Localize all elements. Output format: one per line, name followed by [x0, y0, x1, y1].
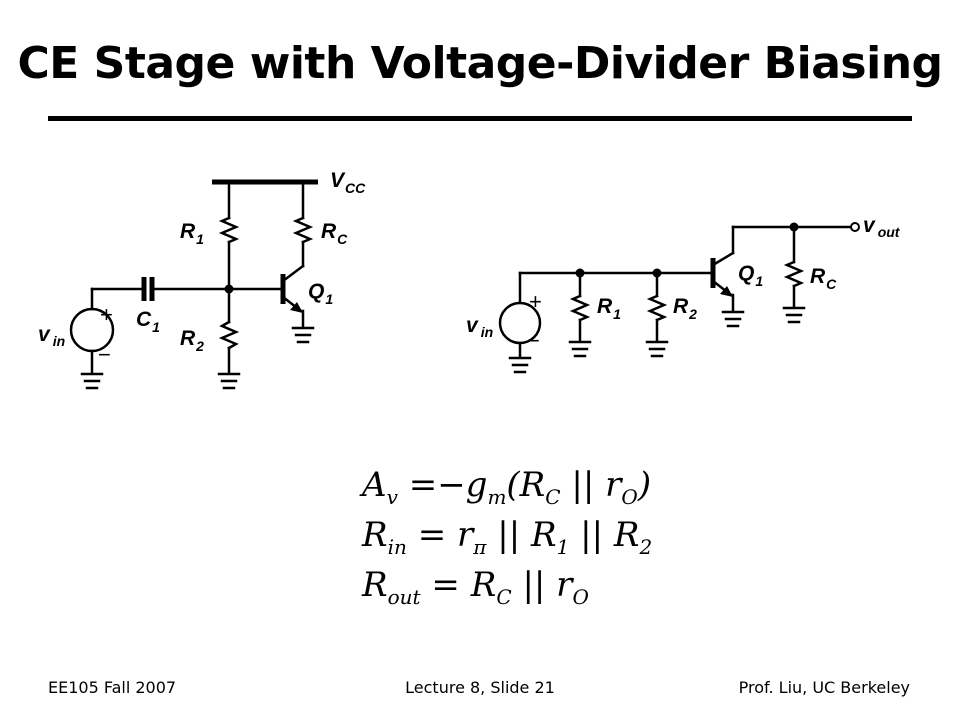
left-q1-emitter-arrow: [290, 302, 303, 313]
left-vin-ground: [80, 372, 104, 390]
footer-author: Prof. Liu, UC Berkeley: [738, 678, 910, 697]
equation-input-resistance: Rin = rπ || R1 || R2: [362, 510, 652, 560]
eq-av-gm-sub: m: [487, 485, 507, 509]
eq-rin-lhs-sub: in: [387, 535, 407, 559]
eq-rin-r2-sub: 2: [639, 535, 653, 559]
left-vin-minus: −: [98, 342, 111, 367]
eq-av-rc: (R: [506, 465, 546, 505]
slide-title: CE Stage with Voltage-Divider Biasing: [17, 38, 943, 89]
left-c1-label: C1: [136, 308, 160, 335]
eq-av-equals: =: [408, 465, 438, 505]
footer-slide-number: Lecture 8, Slide 21: [405, 678, 555, 697]
right-r2-resistor: [646, 294, 668, 322]
eq-rout-ro: r: [556, 565, 573, 605]
eq-av-lhs-sub: v: [386, 485, 398, 509]
eq-rout-parallel: ||: [522, 565, 546, 605]
eq-av-close-paren: ): [637, 465, 652, 505]
left-q1-label: Q1: [308, 280, 333, 307]
left-vcc-label: VCC: [330, 169, 366, 196]
right-r2-label: R2: [673, 295, 697, 322]
eq-av-gm: −g: [437, 465, 488, 505]
eq-av-rc-sub: C: [545, 485, 561, 509]
eq-rout-rc-sub: C: [496, 585, 512, 609]
right-vin-plus: +: [529, 289, 542, 314]
eq-rin-r1-sub: 1: [556, 535, 570, 559]
eq-rin-rpi-sub: π: [473, 535, 487, 559]
eq-rout-lhs-sub: out: [387, 585, 421, 609]
left-r2-resistor: [218, 320, 240, 350]
footer-course: EE105 Fall 2007: [48, 678, 177, 697]
eq-rin-lhs: R: [362, 515, 388, 555]
equation-voltage-gain: Av =−gm(RC || rO): [362, 460, 652, 510]
right-r2-ground: [645, 340, 669, 358]
right-q1-emitter-arrow: [720, 286, 733, 297]
right-q1-collector: [711, 251, 735, 267]
left-q1-collector: [281, 264, 305, 283]
eq-rin-r1: R: [530, 515, 557, 555]
right-rc-label: RC: [810, 265, 837, 292]
eq-rout-ro-sub: O: [572, 585, 589, 609]
left-r1-label: R1: [180, 220, 204, 247]
right-vin-ground: [508, 356, 532, 374]
eq-av-ro: r: [605, 465, 622, 505]
left-rc-resistor: [292, 216, 314, 244]
right-vout-terminal: [850, 222, 860, 232]
eq-rin-rpi: r: [457, 515, 474, 555]
left-r2-label: R2: [180, 327, 204, 354]
left-rc-label: RC: [321, 220, 348, 247]
eq-rout-lhs: R: [362, 565, 388, 605]
eq-rout-rc: R: [470, 565, 497, 605]
right-rc-resistor: [783, 260, 805, 288]
left-r2-ground: [217, 372, 241, 390]
title-underline: [48, 116, 912, 121]
eq-rin-r2: R: [613, 515, 640, 555]
eq-rout-equals: =: [431, 565, 460, 605]
eq-rin-parallel-2: ||: [580, 515, 604, 555]
right-r1-resistor: [569, 294, 591, 322]
equations-block: Av =−gm(RC || rO) Rin = rπ || R1 || R2 R…: [362, 460, 652, 610]
right-q1-label: Q1: [738, 262, 763, 289]
eq-av-ro-sub: O: [621, 485, 638, 509]
right-emitter-ground: [721, 310, 745, 328]
left-vin-plus: +: [100, 302, 113, 327]
equation-output-resistance: Rout = RC || rO: [362, 560, 652, 610]
right-rc-ground: [782, 306, 806, 324]
eq-rin-equals: =: [417, 515, 447, 555]
eq-av-lhs: A: [362, 465, 387, 505]
right-r1-ground: [568, 340, 592, 358]
eq-rin-parallel-1: ||: [497, 515, 521, 555]
eq-av-parallel: ||: [571, 465, 595, 505]
left-r1-resistor: [218, 216, 240, 244]
right-vin-minus: −: [527, 328, 540, 353]
right-r1-label: R1: [597, 295, 621, 322]
left-emitter-ground: [291, 326, 315, 344]
